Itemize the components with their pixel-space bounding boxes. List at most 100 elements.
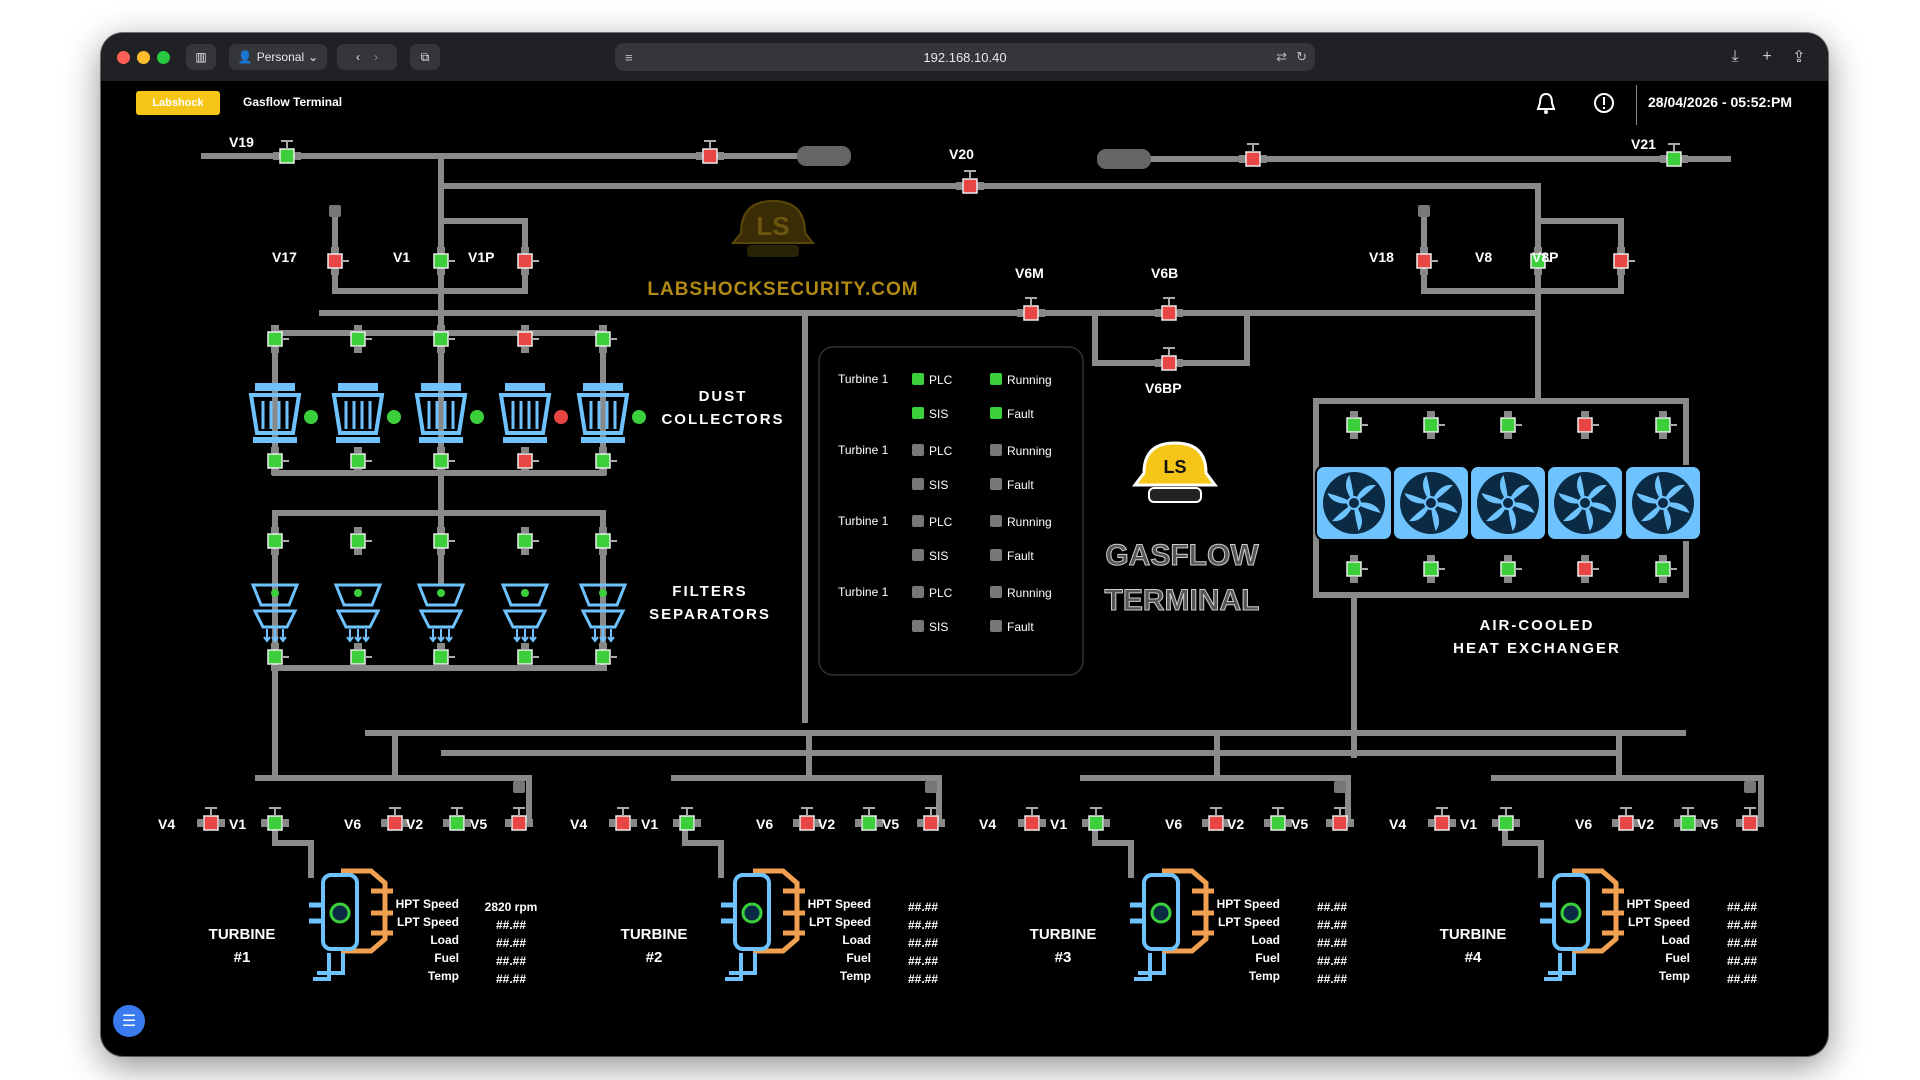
running-status-label: Running [1007,373,1052,387]
address-bar[interactable]: ≡ 192.168.10.40 ⇄ ↻ [615,43,1315,71]
turbine-valve-v1[interactable] [1082,807,1110,831]
turbine-valve-v1[interactable] [673,807,701,831]
bell-icon[interactable] [1535,91,1557,115]
close-window-button[interactable] [117,51,130,64]
filter-inlet-valve[interactable] [433,527,455,555]
labshock-badge[interactable]: Labshock [136,91,220,115]
dust-collector-outlet-valve[interactable] [595,447,617,475]
forward-icon[interactable]: › [374,50,378,64]
dust-collector-outlet-valve[interactable] [433,447,455,475]
dust-collectors-label-2: COLLECTORS [661,411,784,428]
acc-outlet-valve[interactable] [1423,555,1445,583]
turbine-valve-v6[interactable] [793,807,821,831]
turbine-valve-v5[interactable] [505,807,533,831]
turbine-valve-v6[interactable] [1612,807,1640,831]
filter-outlet-valve[interactable] [267,643,289,671]
valve-v1p[interactable] [517,247,539,275]
turbine-valve-v5[interactable] [1736,807,1764,831]
turbine-valve-v5[interactable] [1326,807,1354,831]
minimize-window-button[interactable] [137,51,150,64]
valve-v1[interactable] [433,247,455,275]
turbine-valve-v2[interactable] [1264,807,1292,831]
translate-icon[interactable]: ⇄ [1276,49,1287,64]
share-icon[interactable]: ⇪ [1792,49,1806,66]
dust-collector-outlet-valve[interactable] [267,447,289,475]
valve-body [939,819,945,827]
turbine-inlet [1130,902,1144,924]
tab-overview-icon[interactable]: ⧉ [410,44,440,70]
acc-outlet-valve[interactable] [1500,555,1522,583]
metric-value-hpt: ##.## [1317,900,1347,914]
turbine-valve-v2[interactable] [1674,807,1702,831]
filter-outlet-valve[interactable] [517,643,539,671]
acc-inlet-valve[interactable] [1346,411,1368,439]
acc-inlet-valve[interactable] [1655,411,1677,439]
dust-collector-inlet-valve[interactable] [517,325,539,353]
valve-v19[interactable] [273,140,301,164]
acc-outlet-valve[interactable] [1655,555,1677,583]
zoom-window-button[interactable] [157,51,170,64]
valve-v6bp[interactable] [1155,347,1183,371]
valve-v6b[interactable] [1155,297,1183,321]
new-tab-icon[interactable]: + [1762,48,1772,65]
turbine-valve-v6[interactable] [1202,807,1230,831]
reload-icon[interactable]: ↻ [1296,49,1307,64]
valve-body [1326,819,1332,827]
filter-inlet-valve[interactable] [267,527,289,555]
turbine-valve-v2[interactable] [855,807,883,831]
valve-v21[interactable] [1660,143,1688,167]
dust-collector-inlet-valve[interactable] [267,325,289,353]
filter-inlet-valve[interactable] [350,527,372,555]
valve-v6m[interactable] [1017,297,1045,321]
running-status-indicator [990,515,1002,527]
filter-separator [500,583,550,643]
turbine-core [733,873,771,951]
valve-v18[interactable] [1416,247,1438,275]
dust-collector-outlet-valve[interactable] [517,447,539,475]
dust-collector-inlet-valve[interactable] [433,325,455,353]
turbine-valve-v4[interactable] [609,807,637,831]
turbine-valve-label-v1: V1 [229,816,246,832]
filter-outlet-valve[interactable] [595,643,617,671]
valve-body [521,527,529,533]
valve-v8[interactable] [1530,247,1552,275]
acc-outlet-valve[interactable] [1346,555,1368,583]
dust-collector-inlet-valve[interactable] [595,325,617,353]
dust-collector-body [248,393,302,435]
download-icon[interactable]: ⤓ [1731,48,1739,65]
page-settings-icon[interactable]: ≡ [625,49,633,65]
acc-outlet-valve[interactable] [1577,555,1599,583]
turbine-valve-v6[interactable] [381,807,409,831]
filter-inlet-valve[interactable] [517,527,539,555]
profile-button[interactable]: 👤Personal⌄ [229,44,327,70]
turbine-valve-v4[interactable] [197,807,225,831]
filter-indicator [354,589,362,597]
filter-inlet-valve[interactable] [595,527,617,555]
valve-body [437,325,445,331]
turbine-valve-v5[interactable] [917,807,945,831]
turbine-valve-v1[interactable] [1492,807,1520,831]
browser-window: ▥ 👤Personal⌄ ‹› ⧉ ≡ 192.168.10.40 ⇄ ↻ ⤓ … [101,33,1828,1056]
turbine-valve-v4[interactable] [1018,807,1046,831]
turbine-valve-v4[interactable] [1428,807,1456,831]
back-icon[interactable]: ‹ [356,50,360,64]
dust-collector-outlet-valve[interactable] [350,447,372,475]
valve-v17[interactable] [327,247,349,275]
turbine-valve-v2[interactable] [443,807,471,831]
sidebar-toggle-icon[interactable]: ▥ [186,44,216,70]
valve-indicator [1655,561,1671,577]
filter-outlet-valve[interactable] [350,643,372,671]
filter-outlet-valve[interactable] [433,643,455,671]
valve-v20[interactable] [956,170,984,194]
menu-button[interactable]: ☰ [113,1005,145,1037]
acc-inlet-valve[interactable] [1500,411,1522,439]
valve-v8p[interactable] [1613,247,1635,275]
dust-collector-inlet-valve[interactable] [350,325,372,353]
alert-icon[interactable] [1592,91,1616,115]
turbine-valve-v1[interactable] [261,807,289,831]
valve-header-right[interactable] [1239,143,1267,167]
acc-inlet-valve[interactable] [1577,411,1599,439]
valve-header-mid[interactable] [696,140,724,164]
acc-inlet-valve[interactable] [1423,411,1445,439]
valve-indicator [1332,815,1348,831]
